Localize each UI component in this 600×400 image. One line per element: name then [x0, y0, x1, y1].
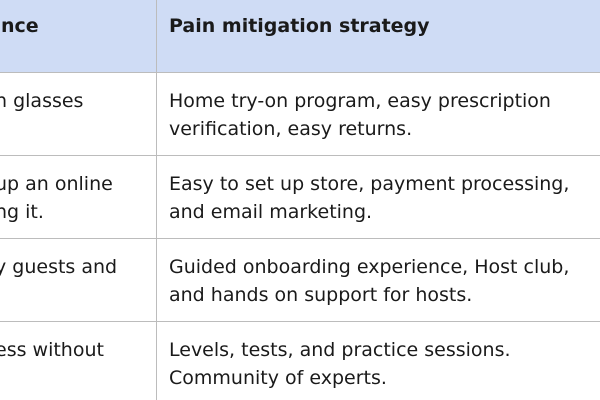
row-left-text: up an online ng it.: [0, 173, 113, 223]
row-cell-strategy: Guided onboarding experience, Host club,…: [156, 238, 600, 322]
row-cell-strategy: Levels, tests, and practice sessions. Co…: [156, 321, 600, 400]
table-row: ess without Levels, tests, and practice …: [0, 321, 600, 400]
row-left-text: ess without: [0, 339, 104, 361]
row-cell-left: up an online ng it.: [0, 155, 157, 239]
header-cell-left: nce: [0, 0, 157, 73]
row-cell-strategy: Easy to set up store, payment processing…: [156, 155, 600, 239]
row-cell-left: ess without: [0, 321, 157, 400]
row-cell-left: y guests and: [0, 238, 157, 322]
table-row: up an online ng it. Easy to set up store…: [0, 155, 600, 239]
header-row: nce Pain mitigation strategy: [0, 0, 600, 73]
table-row: y guests and Guided onboarding experienc…: [0, 238, 600, 322]
table-row: n glasses Home try-on program, easy pres…: [0, 72, 600, 156]
row-cell-left: n glasses: [0, 72, 157, 156]
row-cell-strategy: Home try-on program, easy prescription v…: [156, 72, 600, 156]
table-header: nce Pain mitigation strategy: [0, 0, 600, 73]
table-body: n glasses Home try-on program, easy pres…: [0, 72, 600, 400]
row-left-text: n glasses: [0, 90, 84, 112]
row-left-text: y guests and: [0, 256, 118, 278]
header-cell-pain-mitigation-strategy: Pain mitigation strategy: [156, 0, 600, 73]
